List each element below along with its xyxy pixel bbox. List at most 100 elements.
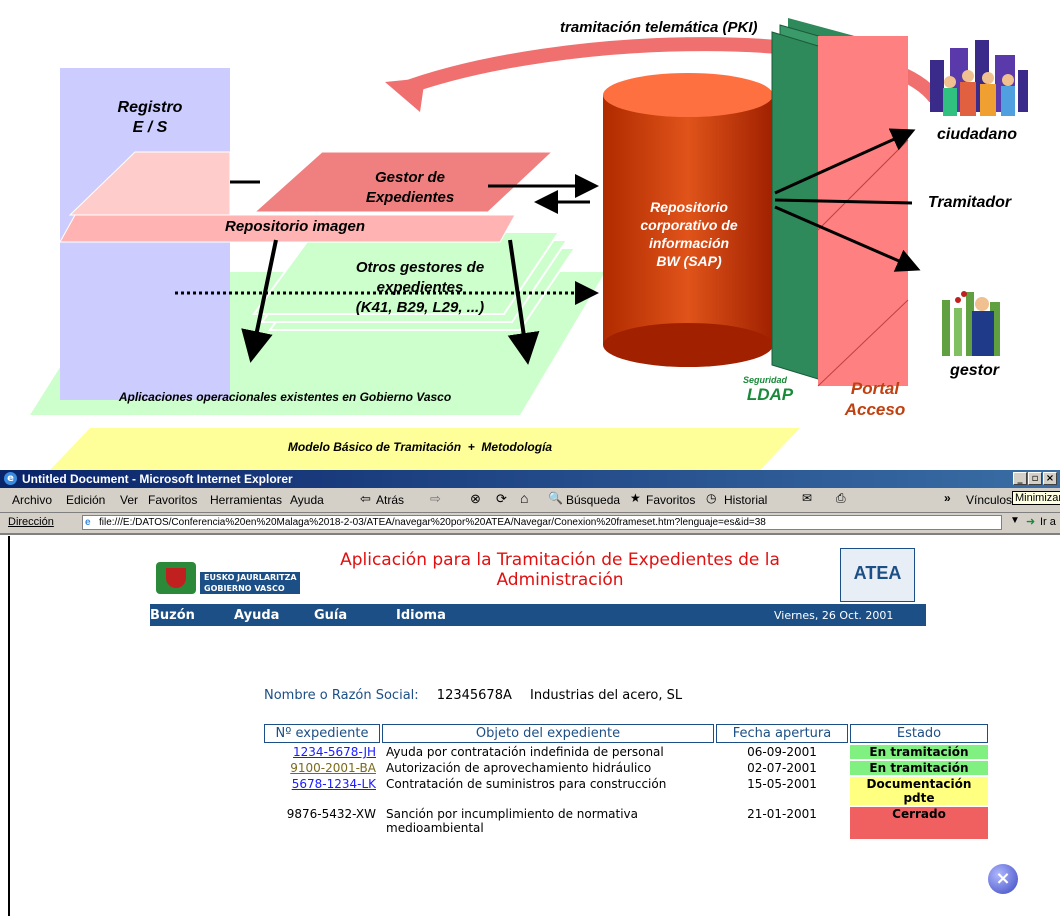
table-header-row: Nº expediente Objeto del expediente Fech… (264, 724, 988, 743)
chevron-icon[interactable]: » (944, 491, 951, 505)
mail-icon[interactable]: ✉ (802, 491, 813, 505)
repositorio-corporativo-label: Repositorio corporativo de información B… (640, 199, 738, 269)
company-value: Industrias del acero, SL (530, 688, 683, 703)
menu-ver[interactable]: Ver (120, 493, 139, 507)
gestor-actor-label: gestor (950, 362, 999, 379)
pki-label: tramitación telemática (PKI) (560, 19, 758, 36)
customer-info: Nombre o Razón Social: 12345678A Industr… (264, 688, 682, 703)
address-dropdown-icon[interactable]: ▼ (1010, 515, 1020, 526)
architecture-diagram: tramitación telemática (PKI) Registro E … (30, 18, 1028, 470)
portal-panel (818, 36, 908, 386)
forward-arrow-icon[interactable]: ⇨ (430, 491, 441, 506)
menu-archivo[interactable]: Archivo (12, 493, 53, 507)
page-content: EUSKO JAURLARITZA GOBIERNO VASCO Aplicac… (8, 536, 1060, 916)
maximize-window-button[interactable]: ▫ (1028, 472, 1042, 485)
status-badge: En tramitación (850, 761, 988, 775)
close-window-button[interactable]: × (1043, 472, 1057, 485)
repositorio-imagen-layer (59, 214, 516, 243)
stop-icon[interactable]: ⊗ (470, 491, 481, 506)
menu-toolbar: Archivo Edición Ver Favoritos Herramient… (0, 488, 1060, 513)
table-row: 1234-5678-JH Ayuda por contratación inde… (264, 745, 988, 759)
nav-ayuda[interactable]: Ayuda (234, 608, 280, 623)
ldap-label: LDAP (746, 385, 794, 404)
menu-herramientas[interactable]: Herramientas (210, 493, 283, 507)
fecha-cell: 06-09-2001 (747, 745, 817, 759)
window-title: Untitled Document - Microsoft Internet E… (22, 472, 293, 486)
expediente-link[interactable]: 9100-2001-BA (290, 761, 376, 775)
go-button[interactable]: Ir a (1040, 516, 1056, 528)
ciudadano-clipart (930, 40, 1028, 116)
history-button[interactable]: Historial (724, 493, 768, 507)
aplicaciones-label: Aplicaciones operacionales existentes en… (118, 390, 452, 404)
address-label: Dirección (8, 516, 54, 528)
menu-edicion[interactable]: Edición (66, 493, 106, 507)
browser-window: e Untitled Document - Microsoft Internet… (0, 470, 1060, 916)
app-navbar: Buzón Ayuda Guía Idioma Viernes, 26 Oct.… (150, 606, 926, 626)
fecha-cell: 21-01-2001 (747, 807, 817, 821)
address-value: file:///E:/DATOS/Conferencia%20en%20Mala… (99, 517, 766, 528)
back-arrow-icon[interactable]: ⇦ (360, 491, 371, 506)
refresh-icon[interactable]: ⟳ (496, 491, 507, 506)
seguridad-label: Seguridad (742, 375, 787, 385)
links-button[interactable]: Vínculos (966, 493, 1013, 507)
nav-date: Viernes, 26 Oct. 2001 (774, 609, 894, 622)
objeto-cell: Ayuda por contratación indefinida de per… (386, 745, 664, 759)
history-icon[interactable]: ◷ (706, 491, 717, 505)
gestor-expedientes-plane (253, 151, 554, 213)
nif-value: 12345678A (436, 688, 512, 703)
window-titlebar: e Untitled Document - Microsoft Internet… (0, 470, 1060, 488)
name-label: Nombre o Razón Social: (264, 688, 419, 703)
gobierno-vasco-shield-icon (166, 568, 186, 588)
search-icon[interactable]: 🔍 (548, 491, 563, 505)
table-row: 9876-5432-XW Sanción por incumplimiento … (264, 807, 988, 839)
minimize-tooltip: Minimizar (1012, 491, 1060, 505)
back-button[interactable]: Atrás (376, 493, 405, 507)
repositorio-cylinder (603, 95, 773, 345)
search-button[interactable]: Búsqueda (566, 493, 621, 507)
gestor-clipart (942, 291, 1000, 356)
address-bar: Dirección e file:///E:/DATOS/Conferencia… (0, 513, 1060, 535)
objeto-cell: Contratación de suministros para constru… (386, 777, 667, 791)
col-expediente: Nº expediente (264, 724, 380, 743)
otros-gestores-label: Otros gestores de expedientes (K41, B29,… (355, 259, 485, 316)
expediente-link[interactable]: 5678-1234-LK (291, 777, 376, 791)
repositorio-imagen-label: Repositorio imagen (224, 218, 366, 235)
modelo-basico-layer (50, 428, 800, 470)
nav-buzon[interactable]: Buzón (150, 608, 195, 623)
status-badge: Documentación pdte (850, 777, 988, 805)
org-line1: EUSKO JAURLARITZA (204, 573, 297, 582)
minimize-window-button[interactable]: _ (1013, 472, 1027, 485)
portal-label: Portal Acceso (844, 379, 906, 419)
table-row: 5678-1234-LK Contratación de suministros… (264, 777, 988, 805)
fecha-cell: 02-07-2001 (747, 761, 817, 775)
go-arrow-icon[interactable]: ➜ (1026, 516, 1036, 528)
tramitador-label: Tramitador (927, 194, 1012, 211)
menu-ayuda[interactable]: Ayuda (290, 493, 324, 507)
objeto-cell: Sanción por incumplimiento de normativa … (386, 807, 638, 835)
expediente-id: 9876-5432-XW (286, 807, 376, 821)
close-icon[interactable]: × (988, 864, 1018, 894)
address-input[interactable]: e file:///E:/DATOS/Conferencia%20en%20Ma… (82, 515, 1002, 530)
col-fecha: Fecha apertura (716, 724, 848, 743)
registro-plane (68, 151, 231, 216)
app-banner: EUSKO JAURLARITZA GOBIERNO VASCO Aplicac… (150, 544, 926, 606)
favorites-button[interactable]: Favoritos (646, 493, 696, 507)
status-badge: Cerrado (850, 807, 988, 839)
expediente-link[interactable]: 1234-5678-JH (293, 745, 376, 759)
modelo-label: Modelo Básico de Tramitación + Metodolog… (287, 440, 553, 454)
registro-label: Registro E / S (117, 99, 183, 136)
favorites-icon[interactable]: ★ (630, 491, 641, 505)
atea-logo-text: ATEA (853, 563, 902, 583)
org-line2: GOBIERNO VASCO (204, 584, 285, 593)
atea-logo: ATEA (840, 548, 915, 602)
col-objeto: Objeto del expediente (382, 724, 714, 743)
diagram-shapes (30, 18, 1028, 470)
nav-guia[interactable]: Guía (314, 608, 348, 623)
nav-idioma[interactable]: Idioma (396, 608, 446, 623)
fecha-cell: 15-05-2001 (747, 777, 817, 791)
gestor-label: Gestor de Expedientes (365, 169, 455, 206)
menu-favoritos[interactable]: Favoritos (148, 493, 198, 507)
ciudadano-label: ciudadano (936, 126, 1017, 143)
home-icon[interactable]: ⌂ (520, 490, 529, 506)
print-icon[interactable]: ⎙ (836, 491, 846, 505)
